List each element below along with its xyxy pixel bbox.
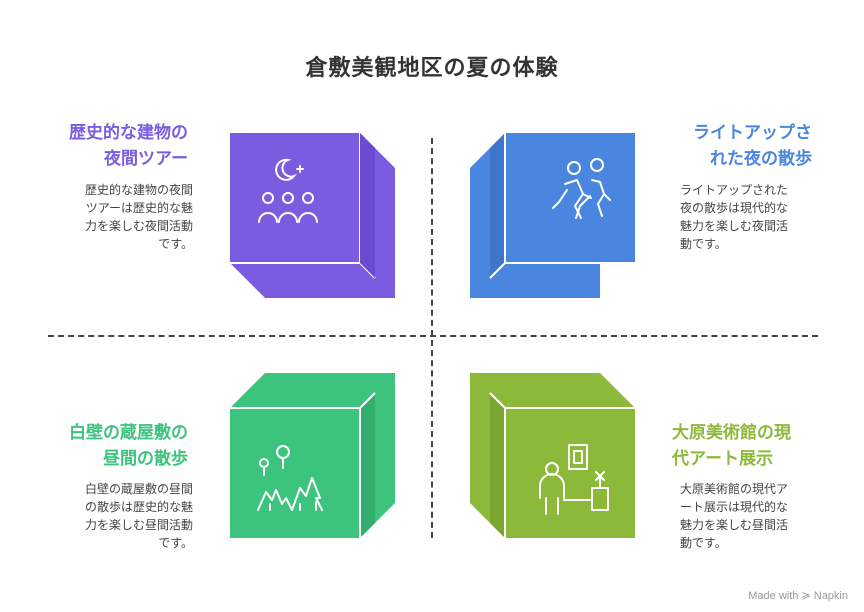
vertical-divider	[431, 138, 433, 538]
quadrant-3-title: 白壁の蔵屋敷の 昼間の散歩	[69, 420, 188, 472]
cube-blue	[470, 133, 635, 298]
cube-green	[230, 373, 395, 538]
quadrant-1-title-line: 夜間ツアー	[104, 149, 188, 169]
quadrant-3-title-line: 昼間の散歩	[103, 449, 188, 469]
quadrant-4-title: 大原美術館の現 代アート展示	[672, 420, 791, 472]
quadrant-4-desc-line: ート展示は現代的な	[680, 500, 789, 514]
quadrant-1-desc-line: 歴史的な建物の夜間	[84, 183, 193, 197]
quadrant-1-description: 歴史的な建物の夜間 ツアーは歴史的な魅 力を楽しむ夜間活動 です。	[85, 181, 193, 253]
quadrant-1-desc-line: 力を楽しむ夜間活動	[84, 219, 193, 233]
quadrant-1-title: 歴史的な建物の 夜間ツアー	[69, 120, 188, 172]
brand-watermark: Made with ≽ Napkin	[748, 590, 848, 602]
trees-balloons-icon	[257, 445, 323, 511]
quadrant-1-desc-line: ツアーは歴史的な魅	[85, 201, 193, 215]
quadrant-1-desc-line: です。	[158, 237, 193, 251]
quadrant-2-title-line: ライトアップさ	[693, 123, 812, 143]
quadrant-4-desc-line: 魅力を楽しむ昼間活	[680, 518, 789, 532]
quadrant-4-title-line: 代アート展示	[672, 449, 773, 469]
art-gallery-visitor-icon	[539, 444, 609, 515]
night-tour-group-icon	[258, 158, 318, 223]
quadrant-4-description: 大原美術館の現代ア ート展示は現代的な 魅力を楽しむ昼間活 動です。	[680, 480, 788, 552]
horizontal-divider	[48, 335, 818, 337]
page-title: 倉敷美観地区の夏の体験	[305, 56, 559, 81]
walking-people-icon	[552, 158, 611, 219]
cube-olive	[470, 373, 635, 538]
quadrant-4-desc-line: 動です。	[680, 536, 727, 550]
quadrant-2-desc-line: 夜の散歩は現代的な	[680, 201, 789, 215]
cube-purple	[230, 133, 395, 298]
quadrant-3-desc-line: 力を楽しむ昼間活動	[84, 518, 193, 532]
quadrant-4-title-line: 大原美術館の現	[672, 423, 791, 443]
quadrant-2-desc-line: ライトアップされた	[680, 183, 789, 197]
quadrant-2-title: ライトアップさ れた夜の散歩	[693, 120, 812, 172]
quadrant-3-desc-line: です。	[158, 536, 193, 550]
quadrant-4-desc-line: 大原美術館の現代ア	[680, 482, 789, 496]
quadrant-2-desc-line: 動です。	[680, 237, 727, 251]
quadrant-2-title-line: れた夜の散歩	[710, 149, 812, 169]
quadrant-2-desc-line: 魅力を楽しむ夜間活	[680, 219, 789, 233]
quadrant-3-description: 白壁の蔵屋敷の昼間 の散歩は歴史的な魅 力を楽しむ昼間活動 です。	[85, 480, 193, 552]
quadrant-2-description: ライトアップされた 夜の散歩は現代的な 魅力を楽しむ夜間活 動です。	[680, 181, 788, 253]
quadrant-3-desc-line: の散歩は歴史的な魅	[84, 500, 193, 514]
quadrant-3-desc-line: 白壁の蔵屋敷の昼間	[84, 482, 193, 496]
quadrant-1-title-line: 歴史的な建物の	[69, 123, 188, 143]
quadrant-3-title-line: 白壁の蔵屋敷の	[69, 423, 188, 443]
